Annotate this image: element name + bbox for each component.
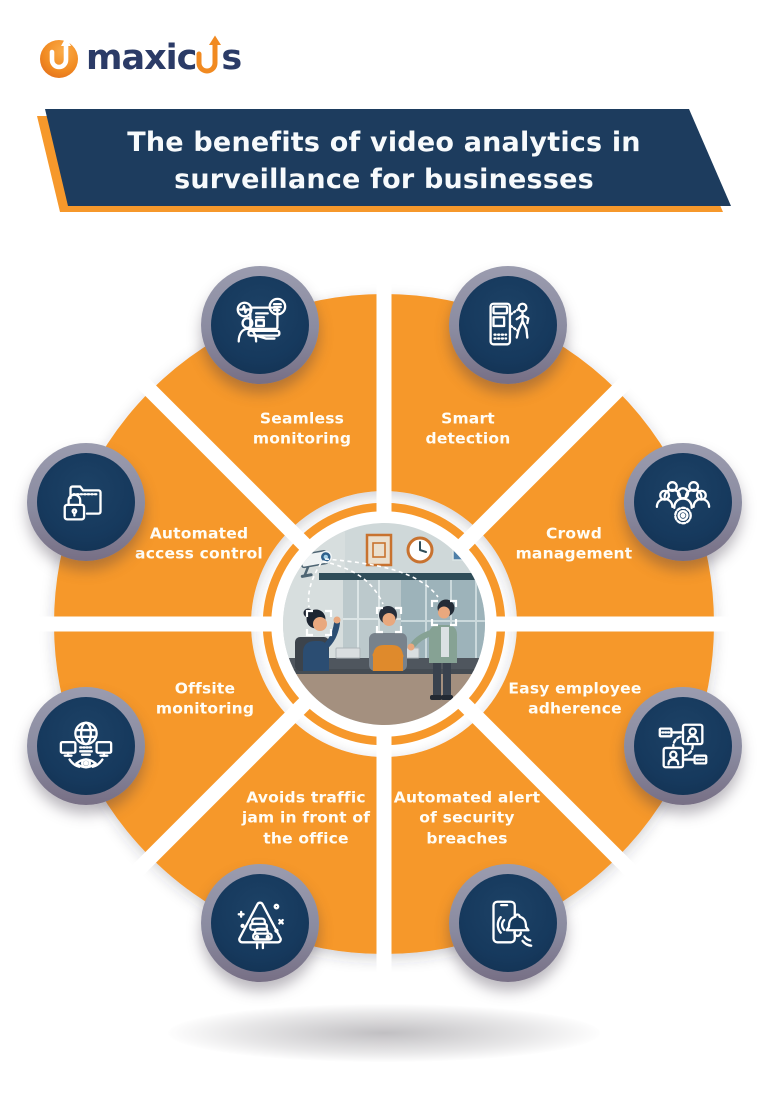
brand-logo: maxic s (36, 24, 242, 80)
traffic-jam-node (201, 864, 319, 982)
operator-monitoring-screens-icon (236, 297, 287, 343)
access-control-node (27, 443, 145, 561)
seamless-monitoring-node (201, 266, 319, 384)
page-title-line1: The benefits of video analytics in (127, 127, 641, 158)
employee-id-cards-network-icon (658, 723, 708, 769)
automated-alert-node (449, 864, 567, 982)
segment-label-crowd-management: Crowd management (515, 524, 633, 563)
detection-lines (307, 558, 439, 608)
segment-label-offsite-monitoring: Offsite monitoring (155, 679, 255, 718)
segment-label-automated-alert: Automated alert of security breaches (393, 788, 541, 848)
person-middle (369, 606, 407, 671)
wheel-separators (32, 272, 736, 976)
page-title-line2: surveillance for businesses (174, 164, 594, 195)
offsite-monitoring-node (27, 687, 145, 805)
wheel-ground-shadow (168, 1004, 600, 1062)
scanner-person-detection-icon (489, 302, 530, 346)
segment-label-easy-employee-adherence: Easy employee adherence (508, 679, 642, 718)
smart-detection-node (449, 266, 567, 384)
brand-name-part1: maxic (86, 38, 197, 78)
center-illustration (283, 523, 485, 725)
brand-name-part2: s (221, 38, 242, 78)
brand-badge-icon (40, 37, 78, 78)
phone-bell-alert-icon (492, 900, 533, 947)
brand-u-arrow-icon (196, 35, 222, 74)
page-title: The benefits of video analytics in surve… (104, 124, 664, 198)
title-banner-shape (37, 109, 731, 212)
segment-label-automated-access-control: Automated access control (135, 524, 263, 563)
face-detection-brackets (305, 599, 458, 637)
secured-folder-padlock-icon (63, 485, 102, 521)
crowd-with-gear-icon (655, 481, 711, 525)
segment-label-seamless-monitoring: Seamless monitoring (252, 409, 352, 448)
crowd-management-node (624, 443, 742, 561)
segment-label-smart-detection: Smart detection (425, 409, 511, 448)
segment-label-traffic-jam: Avoids traffic jam in front of the offic… (241, 788, 371, 848)
traffic-jam-sign-icon (237, 901, 284, 950)
easy-employee-adherence-node (624, 687, 742, 805)
globe-monitors-eye-icon (59, 721, 113, 769)
person-standing (407, 599, 457, 700)
